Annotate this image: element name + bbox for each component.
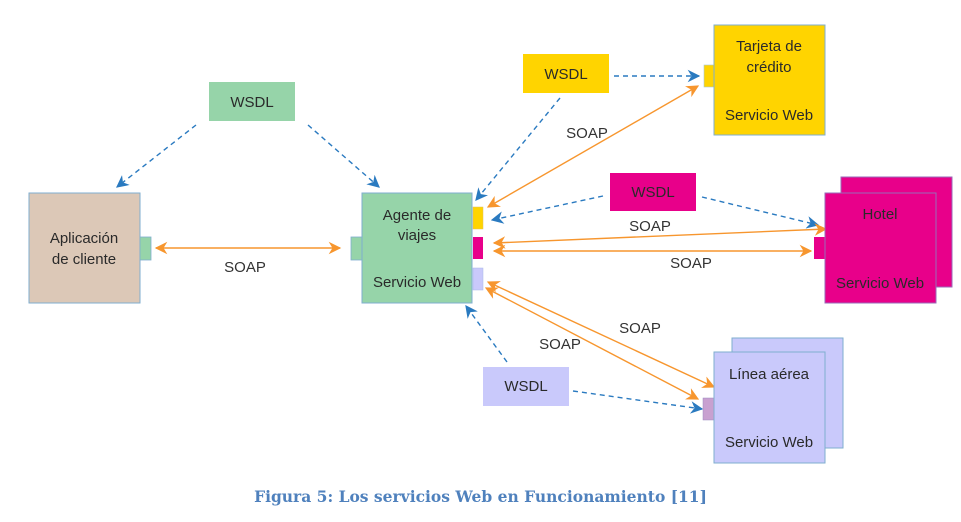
agent-port-left [350,236,363,261]
soap-links [154,85,828,400]
wsdl-credit-node: WSDL [523,54,609,93]
soap-agent-credit [486,85,700,208]
agent-label-line2: viajes [398,227,436,244]
figure-caption: Figura 5: Los servicios Web en Funcionam… [254,487,707,506]
hotel-label: Hotel [862,206,897,223]
wsdl-credit-to-agent [475,97,561,201]
wsdl-airline-to-agent [465,304,508,363]
soap-label-client-agent: SOAP [224,259,266,276]
client-port [139,236,152,261]
client-application-node: Aplicación de cliente [28,192,152,304]
credit-label-line1: Tarjeta de [736,38,802,55]
wsdl-airline-to-airline [572,390,704,414]
wsdl-hotel-to-agent [490,195,604,224]
client-label-line2: de cliente [52,251,116,268]
credit-port [703,64,715,88]
agent-port-hotel [473,237,483,259]
soap-agent-hotel-top [492,223,828,249]
soap-label-hotel-top: SOAP [629,218,671,235]
wsdl-credit-label: WSDL [544,66,587,83]
wsdl-hotel-to-hotel [701,196,820,229]
credit-footer: Servicio Web [725,107,813,124]
soap-label-credit: SOAP [566,125,608,142]
wsdl-agent-to-agent [307,124,380,188]
credit-label-line2: crédito [746,59,791,76]
airline-footer: Servicio Web [725,434,813,451]
agent-footer: Servicio Web [373,274,461,291]
hotel-footer: Servicio Web [836,275,924,292]
agent-label-line1: Agente de [383,207,451,224]
wsdl-agent-to-client [116,124,197,188]
agent-port-airline [472,267,484,291]
soap-label-airline-right: SOAP [619,320,661,337]
wsdl-airline-label: WSDL [504,378,547,395]
airline-label: Línea aérea [729,366,810,383]
credit-card-node: Tarjeta de crédito Servicio Web [703,24,826,136]
wsdl-agent-node: WSDL [209,82,295,121]
wsdl-hotel-label: WSDL [631,184,674,201]
airline-port [702,397,716,421]
wsdl-agent-label: WSDL [230,94,273,111]
airline-node: Línea aérea Servicio Web [702,337,844,464]
travel-agent-node: Agente de viajes Servicio Web [350,192,484,304]
hotel-node: Hotel Servicio Web [814,176,953,304]
client-label-line1: Aplicación [50,230,118,247]
soap-label-airline-left: SOAP [539,336,581,353]
hotel-port [814,237,826,259]
agent-port-credit [472,206,484,230]
soap-label-hotel-bottom: SOAP [670,255,712,272]
wsdl-airline-node: WSDL [483,367,569,406]
soap-agent-airline-left [484,287,700,400]
wsdl-hotel-node: WSDL [610,173,696,211]
